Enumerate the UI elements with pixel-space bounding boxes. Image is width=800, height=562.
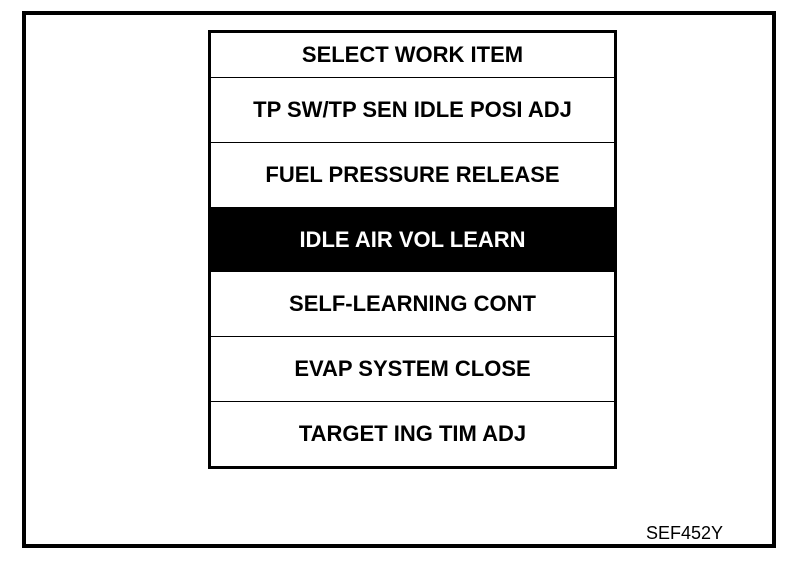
menu-title: SELECT WORK ITEM (211, 33, 614, 78)
menu-item-target-ing-tim-adj[interactable]: TARGET ING TIM ADJ (211, 402, 614, 466)
menu-item-fuel-pressure-release[interactable]: FUEL PRESSURE RELEASE (211, 142, 614, 208)
menu-item-idle-air-vol-learn[interactable]: IDLE AIR VOL LEARN (211, 207, 614, 273)
outer-frame (22, 11, 776, 548)
select-work-item-menu: SELECT WORK ITEM TP SW/TP SEN IDLE POSI … (208, 30, 617, 469)
menu-item-tp-sw-tp-sen-idle-posi-adj[interactable]: TP SW/TP SEN IDLE POSI ADJ (211, 78, 614, 143)
menu-item-evap-system-close[interactable]: EVAP SYSTEM CLOSE (211, 337, 614, 403)
menu-item-self-learning-cont[interactable]: SELF-LEARNING CONT (211, 272, 614, 338)
figure-code: SEF452Y (646, 523, 724, 543)
